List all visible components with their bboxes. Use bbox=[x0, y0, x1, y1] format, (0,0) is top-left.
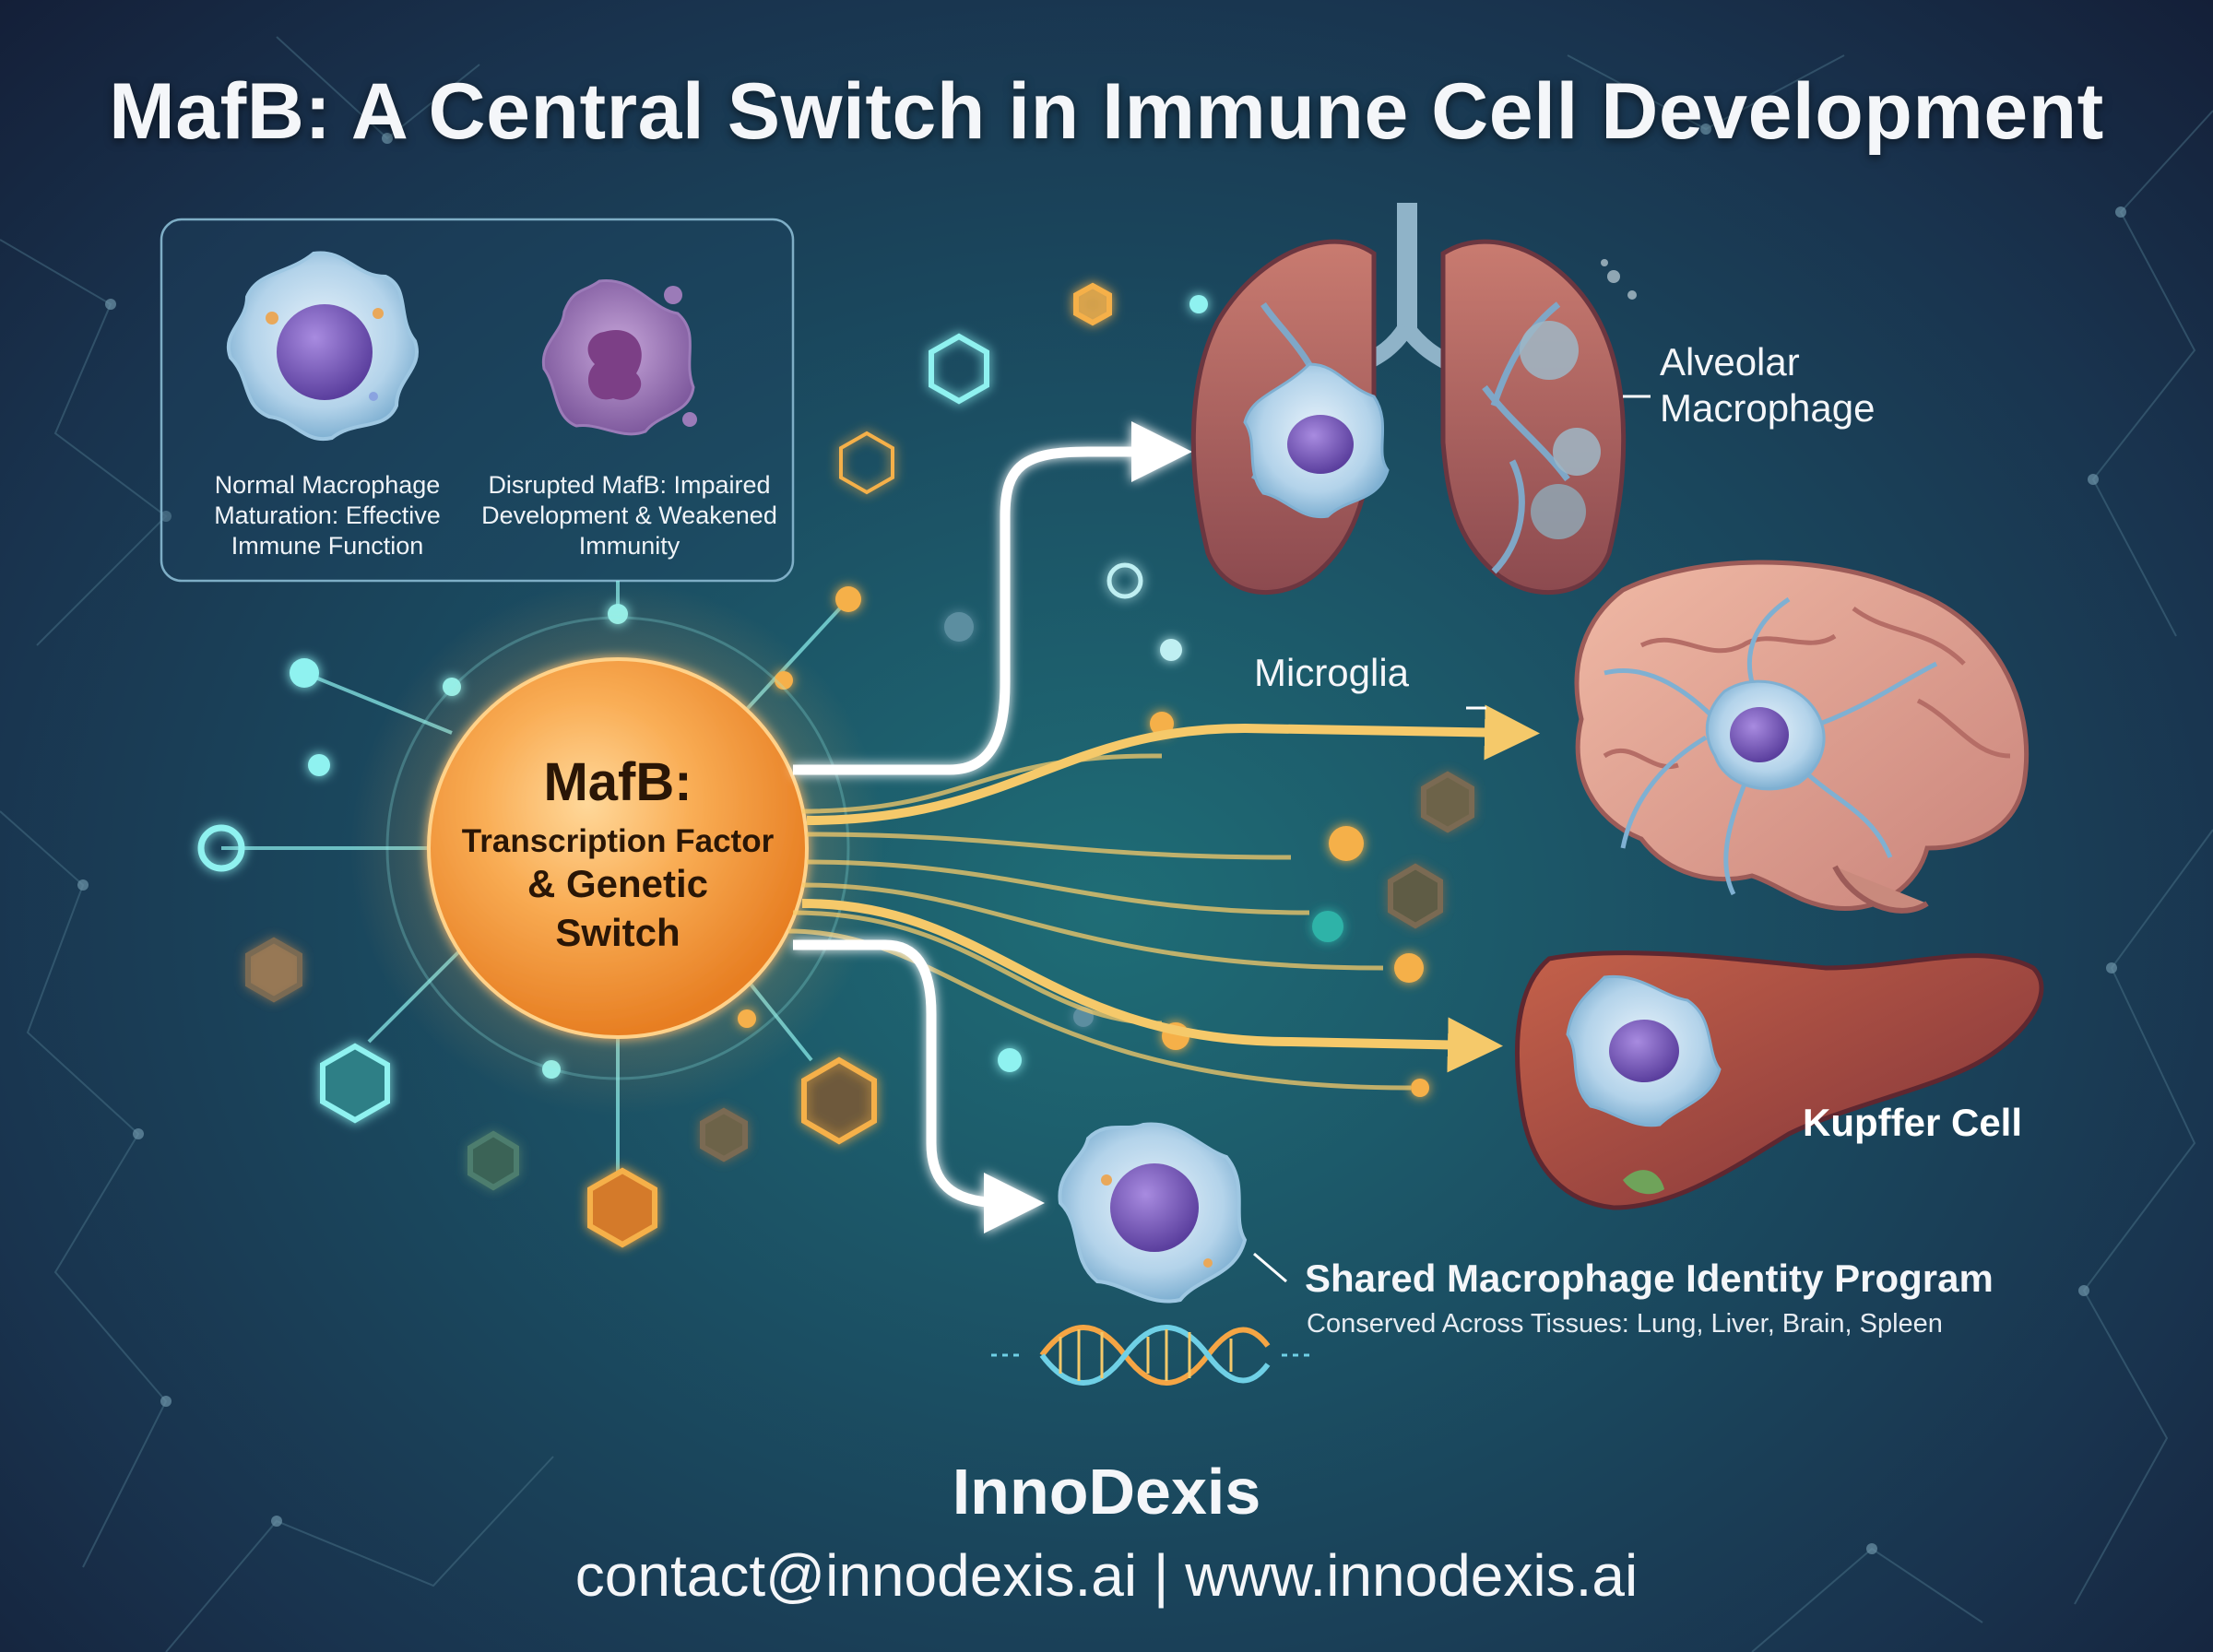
hub-subtitle-line1: Transcription Factor bbox=[461, 823, 775, 859]
hub-subtitle-line2: & Genetic bbox=[527, 862, 709, 905]
background-nodes bbox=[77, 124, 2126, 1554]
lung-icon bbox=[1190, 203, 1637, 596]
microglia-label: Microglia bbox=[1254, 651, 1410, 694]
alveolar-arrow bbox=[793, 421, 1192, 775]
mafb-hub-sphere bbox=[427, 657, 809, 1039]
hub-title: MafB: bbox=[543, 752, 692, 812]
alveolar-macrophage-icon bbox=[1243, 362, 1390, 519]
gold-flow-lines bbox=[787, 753, 1412, 1091]
disrupted-macrophage-icon bbox=[541, 279, 697, 436]
alveolar-macrophage-label: Alveolar Macrophage bbox=[1660, 340, 1876, 430]
liver-icon bbox=[1514, 950, 2044, 1210]
main-title: MafB: A Central Switch in Immune Cell De… bbox=[109, 67, 2104, 156]
hub-subtitle-line3: Switch bbox=[555, 911, 680, 954]
dna-helix-icon bbox=[991, 1325, 1314, 1386]
shared-leader-line bbox=[1253, 1252, 1287, 1283]
disrupted-mafb-caption: Disrupted MafB: Impaired Development & W… bbox=[481, 471, 777, 560]
hub-ring bbox=[385, 616, 850, 1080]
microglia-arrow bbox=[806, 704, 1540, 825]
shared-program-title: Shared Macrophage Identity Program bbox=[1305, 1257, 1994, 1300]
normal-maturation-caption: Normal Macrophage Maturation: Effective … bbox=[214, 471, 441, 560]
shared-macrophage-icon bbox=[1058, 1122, 1248, 1304]
brain-icon bbox=[1574, 560, 2030, 914]
kupffer-arrow bbox=[801, 899, 1503, 1073]
shared-program-subtitle: Conserved Across Tissues: Lung, Liver, B… bbox=[1307, 1309, 1943, 1339]
shared-program-arrow bbox=[793, 939, 1045, 1233]
healthy-macrophage-icon bbox=[227, 251, 419, 442]
hexagon-nodes bbox=[245, 282, 1474, 1248]
brand-contact: contact@innodexis.ai | www.innodexis.ai bbox=[574, 1542, 1639, 1609]
brand-name: InnoDexis bbox=[952, 1456, 1261, 1528]
kupffer-cell-label: Kupffer Cell bbox=[1803, 1101, 2023, 1144]
